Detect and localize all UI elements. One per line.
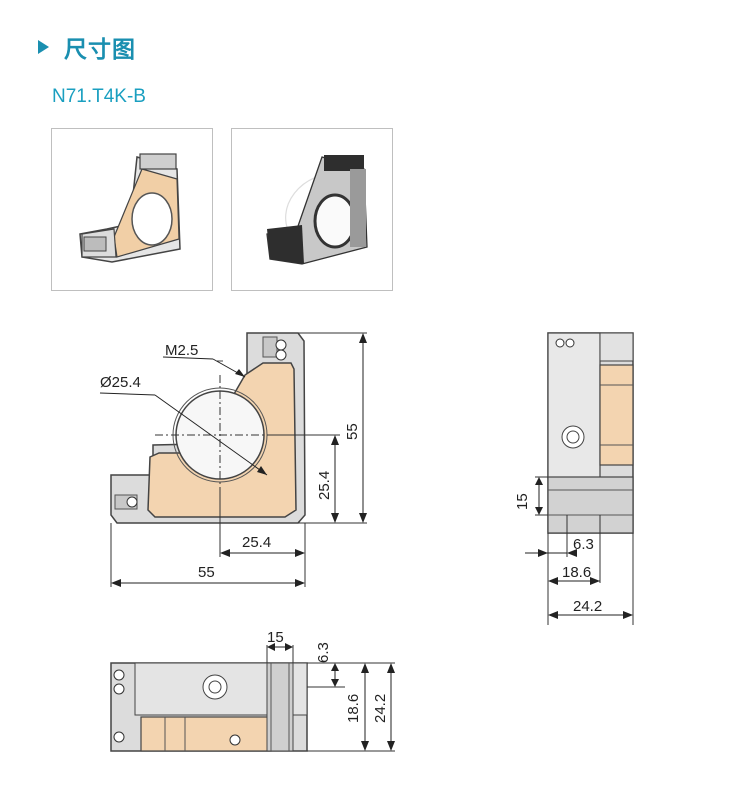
side-dim-18-6: 18.6 [562,564,591,581]
aperture-label: Ø25.4 [100,374,141,391]
model-number: N71.T4K-B [52,86,146,107]
width-label: 55 [198,564,215,581]
top-dim-15: 15 [267,629,284,646]
side-view-drawing: 15 6.3 18.6 24.2 [505,325,655,629]
triangle-bullet-icon [38,40,49,54]
product-photo [231,128,393,291]
product-illustration [51,128,213,291]
side-dim-15: 15 [514,493,531,510]
thread-label: M2.5 [165,342,198,359]
top-dim-24-2: 24.2 [372,694,389,723]
height-label: 55 [344,423,361,440]
top-dim-6-3: 6.3 [315,642,332,663]
side-dim-6-3: 6.3 [573,536,594,553]
center-height-label: 25.4 [316,471,333,500]
center-offset-label: 25.4 [242,534,271,551]
side-dim-24-2: 24.2 [573,598,602,615]
top-dim-18-6: 18.6 [345,694,362,723]
section-heading: 尺寸图 [38,30,136,64]
front-view-drawing: M2.5 Ø25.4 55 25.4 25.4 55 [95,325,385,599]
page-title: 尺寸图 [64,37,136,63]
top-view-drawing: 15 6.3 18.6 24.2 [95,625,415,769]
